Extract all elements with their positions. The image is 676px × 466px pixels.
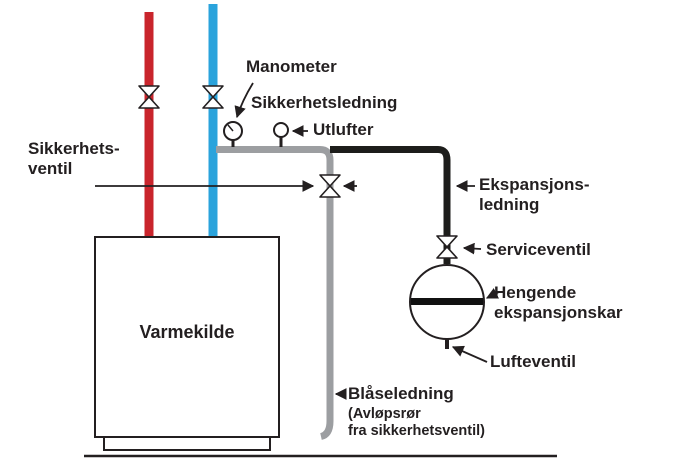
safety-valve-icon [319,174,341,198]
heat-source-label: Varmekilde [139,322,235,342]
heat-source-box [94,236,280,438]
manometer-pointer-arrow [234,82,254,119]
air-vent-label: Utlufter [313,120,374,139]
heat-source-base [103,436,271,451]
hot-pipe-valve-icon [138,85,160,109]
safety-valve-label: Sikkerhets- ventil [28,139,120,179]
air-valve-pointer-arrow [451,345,488,363]
air-vent-icon [273,122,289,138]
safety-line-label: Sikkerhetsledning [251,93,398,112]
expansion-pipe [330,146,451,264]
cold-pipe-valve-icon [202,85,224,109]
service-valve-label: Serviceventil [486,240,591,259]
manometer-label: Manometer [246,57,337,76]
expansion-line-label: Ekspansjons- ledning [479,175,590,215]
safety-and-blow-pipe [216,146,334,440]
expansion-vessel-label: Hengende ekspansjonskar [494,283,623,323]
vessel-pointer-arrow [485,288,500,299]
blow-line-note-label: (Avløpsrør fra sikkerhetsventil) [348,406,486,440]
service-valve-icon [436,235,458,259]
air-valve-label: Lufteventil [490,352,576,371]
blow-line-label: Blåseledning [348,384,454,403]
manometer-needle [227,124,234,132]
service-valve-pointer-arrow [462,242,482,255]
